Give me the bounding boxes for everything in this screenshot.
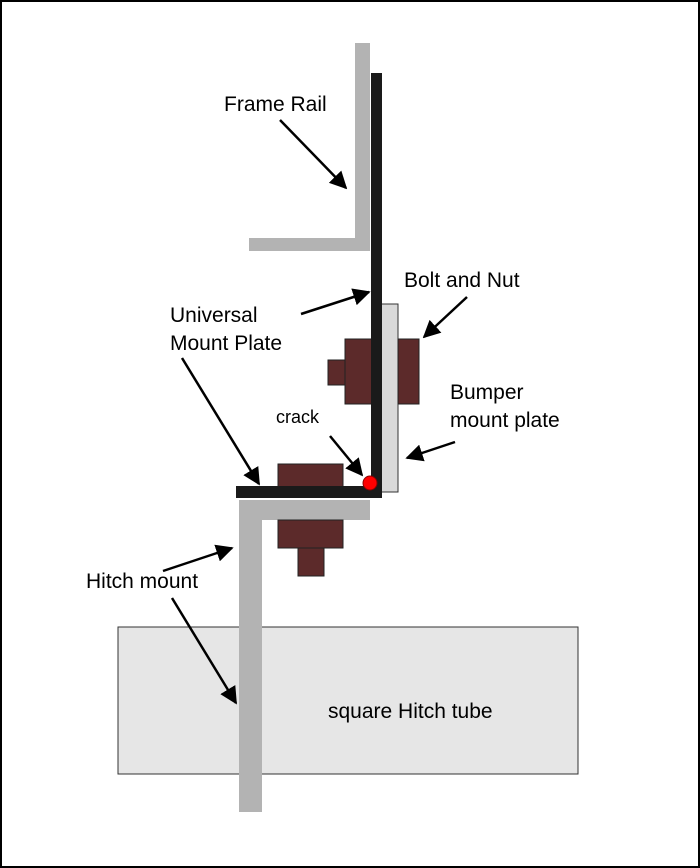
lower-bolt-tip: [297, 547, 325, 577]
upper-bolt-head: [344, 338, 373, 405]
hitch-mount-horizontal: [239, 500, 370, 520]
universal-mount-plate-vertical: [371, 73, 382, 497]
frame-rail-vertical: [355, 43, 370, 251]
universal-plate-label-line2: Mount Plate: [170, 332, 282, 355]
crack-arrow: [329, 435, 364, 477]
hitch-mount-label: Hitch mount: [86, 570, 198, 593]
bolt-and-nut-arrow: [422, 296, 468, 339]
universal-mount-plate-horizontal: [236, 486, 382, 498]
bolt-and-nut-label: Bolt and Nut: [404, 269, 520, 292]
universal-plate-lower-arrow: [180, 357, 261, 486]
crack-marker: [362, 475, 378, 491]
lower-nut: [277, 463, 344, 489]
crack-label: crack: [276, 407, 320, 427]
lower-bolt-head: [277, 519, 344, 549]
universal-plate-label-line1: Universal: [170, 304, 258, 327]
upper-bolt-tip: [327, 359, 347, 386]
bumper-plate-arrow: [405, 440, 456, 462]
hitch-tube-label: square Hitch tube: [328, 700, 493, 723]
bumper-plate-label-line2: mount plate: [450, 409, 560, 432]
universal-plate-upper-arrow: [300, 288, 371, 316]
frame-rail-label: Frame Rail: [224, 93, 327, 116]
hitch-mount-vertical: [239, 500, 262, 812]
hitch-mount-lower-arrow: [170, 597, 238, 705]
frame-rail-arrow: [279, 119, 348, 190]
frame-rail-horizontal: [249, 238, 370, 251]
hitch-tube: [117, 626, 579, 775]
bumper-plate-label-line1: Bumper: [450, 381, 524, 404]
upper-nut: [397, 338, 420, 405]
hitch-mount-upper-arrow: [162, 544, 234, 573]
bumper-mount-plate: [379, 303, 399, 493]
